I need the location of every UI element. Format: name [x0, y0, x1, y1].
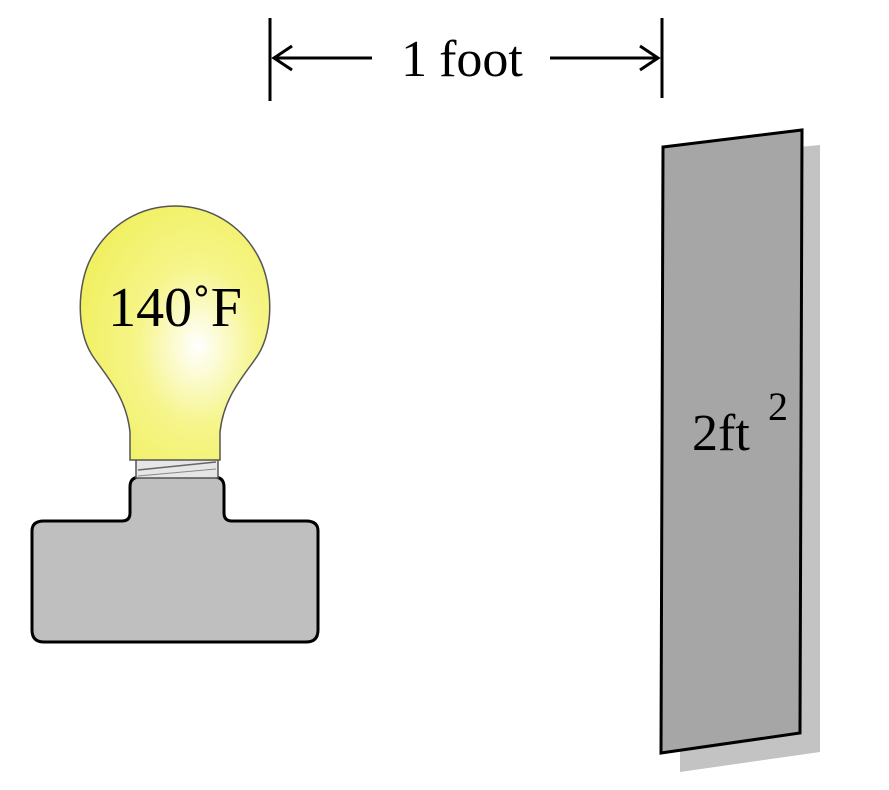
bulb-temperature-value: 140: [108, 277, 192, 339]
panel-area-exponent: 2: [768, 384, 788, 429]
bulb-temperature-label: 140˚F: [108, 277, 242, 339]
panel-area-value: 2: [692, 405, 718, 462]
bulb-temperature-unit: F: [211, 277, 242, 339]
bulb-glass: [79, 205, 271, 461]
distance-value: 1: [401, 31, 427, 88]
dimension-arrowhead-left: [271, 44, 293, 72]
bulb-base-body: [30, 475, 320, 644]
panel-area-label: 2ft: [692, 405, 750, 462]
bulb-collar-thread: [137, 461, 217, 471]
panel-face: [659, 128, 804, 755]
distance-unit: foot: [439, 31, 523, 88]
surface-panel: 2ft 2: [659, 128, 820, 772]
bulb-collar-thread-2: [137, 468, 217, 477]
bulb-degree-symbol: ˚: [192, 277, 211, 339]
dimension-arrowhead-right: [639, 44, 661, 72]
light-bulb: 140˚F: [30, 205, 320, 644]
panel-area-unit: ft: [718, 405, 750, 462]
